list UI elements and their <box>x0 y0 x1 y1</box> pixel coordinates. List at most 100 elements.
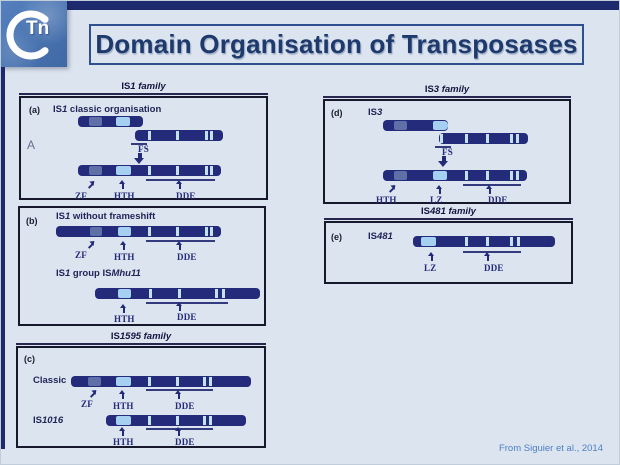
lz-domain-segment <box>433 171 447 180</box>
catalytic-tick <box>486 237 489 246</box>
family-header-is1: IS1 family <box>19 81 268 95</box>
fs-underline <box>131 143 147 145</box>
dde-underline <box>146 240 215 242</box>
dde-arrow-icon <box>175 180 184 189</box>
dde-arrow-icon <box>483 252 492 261</box>
logo-c-arc-icon <box>6 10 49 60</box>
fusion-transposase-bar <box>78 165 221 176</box>
panel-c-row2-label: IS1016 <box>33 415 64 426</box>
catalytic-tick <box>516 134 519 143</box>
transposase-bar <box>95 288 260 299</box>
catalytic-tick <box>510 134 513 143</box>
zf-label: ZF <box>75 191 87 201</box>
catalytic-tick <box>210 131 213 140</box>
top-border-strip <box>61 1 619 10</box>
lz-label: LZ <box>424 263 437 273</box>
dde-label: DDE <box>177 312 197 322</box>
transposase-bar <box>71 376 251 387</box>
zf-label: ZF <box>81 399 93 409</box>
dde-label: DDE <box>177 252 197 262</box>
orf-a-bar <box>78 116 143 127</box>
catalytic-tick <box>148 131 151 140</box>
catalytic-tick <box>215 289 218 298</box>
dde-label: DDE <box>175 437 195 447</box>
fusion-transposase-bar <box>383 170 527 181</box>
catalytic-tick <box>510 171 513 180</box>
family-header-is481: IS481 family <box>324 206 573 220</box>
panel-e-title: IS481 <box>368 231 393 242</box>
dde-label: DDE <box>176 191 196 201</box>
panel-a-title: IS1 classic organisation <box>53 104 162 115</box>
fs-underline <box>435 146 451 148</box>
slide-title: Domain Organisation of Transposases <box>95 29 578 59</box>
catalytic-tick <box>209 416 212 425</box>
catalytic-tick <box>210 166 213 175</box>
lz-domain-segment <box>421 237 436 246</box>
zf-domain-segment <box>88 377 101 386</box>
lz-arrow-icon <box>427 252 436 261</box>
dde-underline <box>146 389 213 391</box>
dde-arrow-icon <box>174 427 183 436</box>
left-border-strip <box>1 63 5 449</box>
panel-d-title: IS3 <box>368 107 383 118</box>
orf-b-bar <box>135 130 223 141</box>
panel-d-tag: (d) <box>331 108 343 118</box>
hth-arrow-icon <box>119 241 128 250</box>
hth-label: HTH <box>113 437 134 447</box>
catalytic-tick <box>148 377 151 386</box>
panel-c-tag: (c) <box>24 354 35 364</box>
dde-underline <box>146 179 215 181</box>
catalytic-tick <box>148 227 151 236</box>
hth-arrow-icon <box>118 390 127 399</box>
panel-e-tag: (e) <box>331 232 342 242</box>
dde-underline <box>463 184 521 186</box>
catalytic-tick <box>486 134 489 143</box>
catalytic-tick <box>210 227 213 236</box>
lz-domain-segment <box>433 121 448 130</box>
zf-arrow-icon <box>85 178 98 191</box>
catalytic-tick <box>178 289 181 298</box>
family-header-is1595: IS1595 family <box>16 331 266 345</box>
catalytic-tick <box>176 131 179 140</box>
family-header-is3: IS3 family <box>323 84 571 98</box>
hth-arrow-icon <box>119 304 128 313</box>
zf-arrow-icon <box>85 238 98 251</box>
catalytic-tick <box>176 416 179 425</box>
attribution-text: From Siguier et al., 2014 <box>498 443 603 454</box>
catalytic-tick <box>176 166 179 175</box>
hth-label: HTH <box>113 401 134 411</box>
catalytic-tick <box>176 377 179 386</box>
transposase-bar <box>106 415 246 426</box>
panel-b-tag: (b) <box>26 216 38 226</box>
panel-d: (d) IS3 FS HTH LZ DDE <box>323 99 571 205</box>
catalytic-tick <box>205 166 208 175</box>
catalytic-tick <box>149 289 152 298</box>
hth-domain-segment <box>116 416 131 425</box>
hth-arrow-icon <box>386 182 399 195</box>
frameshift-arrow-icon <box>438 156 449 167</box>
hth-domain-segment <box>116 117 130 126</box>
catalytic-tick <box>148 416 151 425</box>
dde-arrow-icon <box>485 185 494 194</box>
dde-underline <box>463 251 521 253</box>
panel-b-title2: IS1 group ISMhu11 <box>56 268 141 279</box>
zf-domain-segment <box>90 227 102 236</box>
catalytic-tick <box>516 171 519 180</box>
catalytic-tick <box>465 134 468 143</box>
hth-domain-segment <box>118 289 131 298</box>
hth-arrow-icon <box>118 180 127 189</box>
catalytic-tick <box>209 377 212 386</box>
catalytic-tick <box>517 237 520 246</box>
transposase-bar <box>413 236 555 247</box>
panel-a-side-label: A <box>27 138 36 152</box>
logo-monogram: Tn <box>26 18 50 39</box>
transposase-bar <box>56 226 221 237</box>
catalytic-tick <box>465 171 468 180</box>
catalytic-tick <box>203 416 206 425</box>
zf-domain-segment <box>89 117 102 126</box>
hth-domain-segment <box>118 227 131 236</box>
zf-arrow-icon <box>87 387 100 400</box>
hth-arrow-icon <box>118 427 127 436</box>
zf-domain-segment <box>89 166 102 175</box>
